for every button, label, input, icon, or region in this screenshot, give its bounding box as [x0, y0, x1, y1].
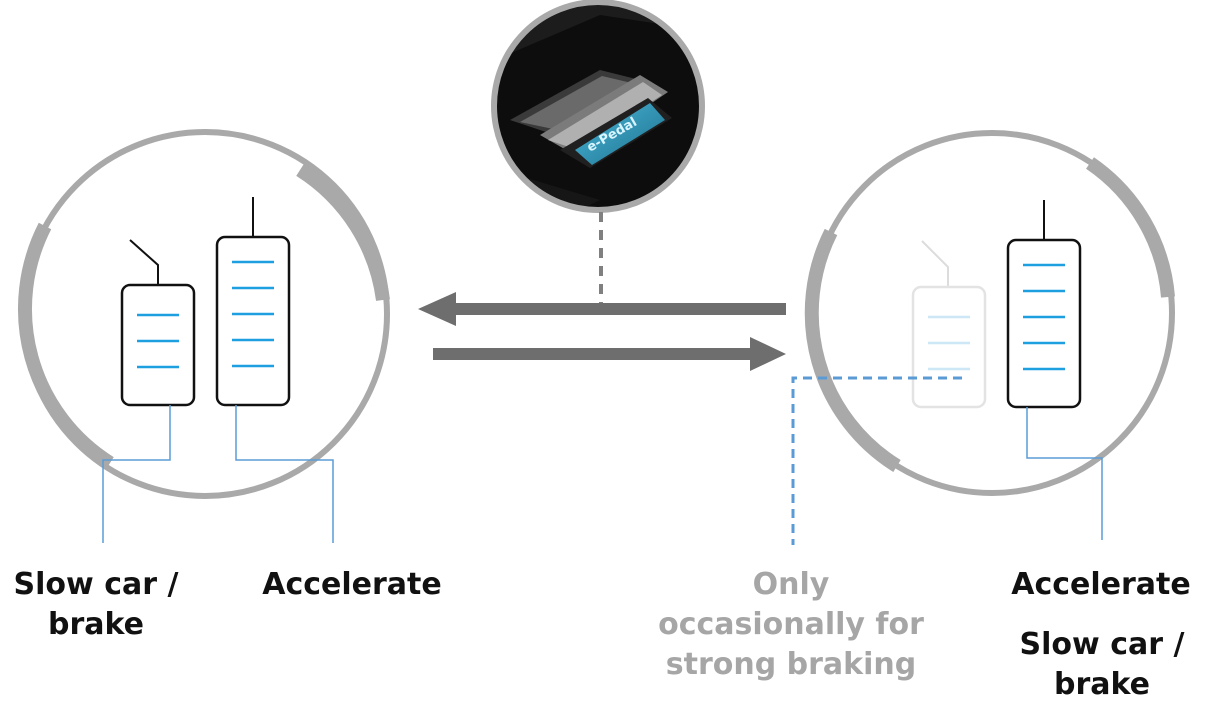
right-brake-label-line1: Slow car /: [1019, 627, 1185, 662]
left-pedal-circle: [18, 129, 390, 499]
left-accelerator-pedal-icon: [215, 197, 291, 407]
arrow-to-e-pedal: [433, 337, 786, 371]
e-pedal-switch-photo: e-Pedal: [491, 0, 705, 213]
arrow-to-conventional: [418, 292, 786, 326]
occasional-label-line3: strong braking: [665, 647, 917, 682]
left-brake-connector: [102, 405, 171, 543]
occasional-brake-dashed-connector: [791, 376, 962, 545]
left-accelerate-connector: [235, 405, 334, 543]
right-pedal-circle: [804, 130, 1175, 496]
occasional-braking-label: Only occasionally for strong braking: [626, 565, 956, 685]
right-accelerate-label: Accelerate: [1011, 567, 1191, 602]
right-accelerator-pedal-icon: [1006, 200, 1082, 409]
left-brake-label: Slow car / brake: [0, 565, 192, 645]
right-brake-label: Slow car / brake: [1002, 625, 1202, 701]
left-brake-label-line1: Slow car /: [13, 567, 179, 602]
occasional-label-line2: occasionally for: [658, 607, 924, 642]
right-brake-pedal-faded-icon: [911, 240, 987, 409]
right-accelerate-connector: [1026, 407, 1103, 540]
left-brake-label-line2: brake: [47, 607, 144, 642]
left-accelerate-label: Accelerate: [262, 567, 442, 602]
occasional-label-line1: Only: [752, 567, 830, 602]
right-brake-label-line2: brake: [1053, 667, 1150, 701]
left-brake-pedal-icon: [120, 239, 196, 407]
